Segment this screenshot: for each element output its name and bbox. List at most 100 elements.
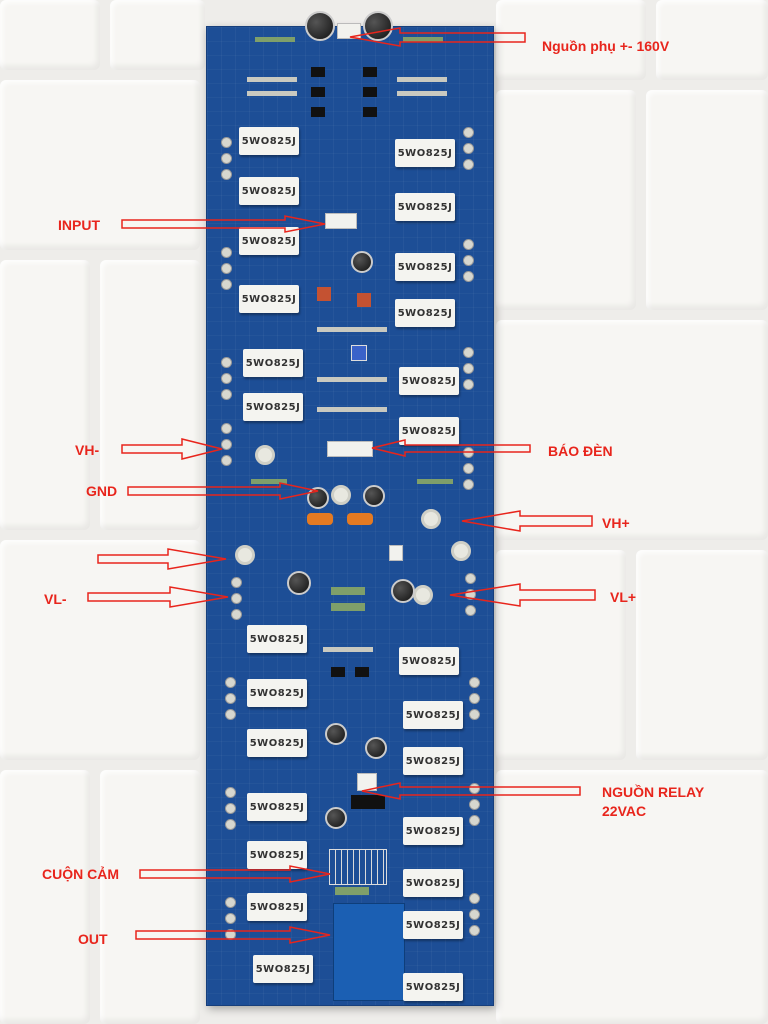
film-capacitor — [347, 513, 373, 525]
power-resistor: 5WO825J — [403, 973, 463, 1001]
transistor-pads — [463, 447, 474, 490]
resistor-row — [323, 647, 373, 652]
power-resistor: 5WO825J — [247, 625, 307, 653]
mounting-hole — [255, 445, 275, 465]
power-resistor: 5WO825J — [243, 349, 303, 377]
power-resistor: 5WO825J — [403, 911, 463, 939]
power-resistor: 5WO825J — [239, 177, 299, 205]
power-resistor: 5WO825J — [253, 955, 313, 983]
small-connector — [389, 545, 403, 561]
transistor-pads — [469, 783, 480, 826]
electrolytic-capacitor — [287, 571, 311, 595]
power-resistor: 5WO825J — [399, 367, 459, 395]
brick — [100, 770, 200, 1024]
transistor-pads — [463, 127, 474, 170]
resistor-row — [397, 77, 447, 82]
transistor-pads — [469, 677, 480, 720]
power-resistor — [417, 479, 453, 484]
power-resistor: 5WO825J — [403, 817, 463, 845]
transistor-pads — [221, 357, 232, 400]
resistor-row — [317, 327, 387, 332]
input-connector — [325, 213, 357, 229]
label-vl-plus: VL+ — [610, 589, 637, 605]
label-aux-power: Nguồn phụ +- 160V — [542, 38, 670, 54]
film-capacitor — [357, 293, 371, 307]
power-resistor: 5WO825J — [243, 393, 303, 421]
electrolytic-capacitor — [307, 487, 329, 509]
inductor-coil — [329, 849, 387, 885]
brick — [0, 0, 100, 70]
electrolytic-capacitor — [363, 11, 393, 41]
brick — [0, 770, 90, 1024]
brick — [496, 90, 636, 310]
power-resistor — [403, 37, 443, 42]
electrolytic-capacitor — [305, 11, 335, 41]
transistor-pads — [463, 347, 474, 390]
transistor-pads — [225, 787, 236, 830]
power-resistor: 5WO825J — [247, 679, 307, 707]
trimmer-potentiometer — [351, 345, 367, 361]
amplifier-circuit-board: 5WO825J 5WO825J 5WO825J 5WO825J 5WO825J … — [206, 11, 494, 1006]
brick — [656, 0, 768, 80]
label-gnd: GND — [86, 483, 118, 499]
transistor — [355, 667, 369, 677]
label-out: OUT — [78, 931, 108, 947]
brick — [496, 320, 768, 540]
brick — [0, 260, 90, 530]
label-vh-minus: VH- — [75, 442, 100, 458]
power-resistor — [331, 587, 365, 595]
power-resistor: 5WO825J — [395, 139, 455, 167]
transistor-pads — [463, 239, 474, 282]
transistor-pads — [221, 423, 232, 466]
power-resistor: 5WO825J — [403, 747, 463, 775]
output-relay — [333, 903, 405, 1001]
film-capacitor — [317, 287, 331, 301]
power-resistor: 5WO825J — [239, 285, 299, 313]
transistor — [311, 67, 325, 77]
electrolytic-capacitor — [325, 723, 347, 745]
resistor-row — [247, 91, 297, 96]
transistor — [311, 107, 325, 117]
brick — [0, 80, 200, 250]
aux-power-connector — [337, 23, 361, 39]
brick — [636, 550, 768, 760]
power-resistor: 5WO825J — [399, 417, 459, 445]
power-resistor: 5WO825J — [239, 127, 299, 155]
electrolytic-capacitor — [351, 251, 373, 273]
power-resistor — [335, 887, 369, 895]
power-resistor: 5WO825J — [247, 793, 307, 821]
transistor-pads — [221, 137, 232, 180]
power-resistor — [331, 603, 365, 611]
transistor — [363, 107, 377, 117]
label-relay-power: NGUỒN RELAY — [602, 784, 705, 800]
resistor-row — [317, 407, 387, 412]
resistor-row — [317, 377, 387, 382]
power-resistor: 5WO825J — [403, 701, 463, 729]
electrolytic-capacitor — [325, 807, 347, 829]
transistor-pads — [231, 577, 242, 620]
transistor — [363, 67, 377, 77]
electrolytic-capacitor — [365, 737, 387, 759]
label-input: INPUT — [58, 217, 100, 233]
mounting-hole — [413, 585, 433, 605]
transistor — [331, 667, 345, 677]
film-capacitor — [307, 513, 333, 525]
brick — [496, 550, 626, 760]
power-resistor: 5WO825J — [247, 841, 307, 869]
resistor-row — [247, 77, 297, 82]
power-resistor: 5WO825J — [395, 253, 455, 281]
brick — [496, 770, 768, 1024]
mounting-hole — [451, 541, 471, 561]
brick — [646, 90, 768, 310]
mounting-hole — [331, 485, 351, 505]
power-resistor — [251, 479, 287, 484]
power-resistor: 5WO825J — [247, 729, 307, 757]
transistor-pads — [225, 897, 236, 940]
resistor-row — [397, 91, 447, 96]
power-resistor: 5WO825J — [395, 299, 455, 327]
indicator-connector — [327, 441, 373, 457]
ic-chip — [351, 795, 385, 809]
label-inductor: CUỘN CẢM — [42, 866, 119, 882]
power-resistor: 5WO825J — [239, 227, 299, 255]
label-relay-voltage: 22VAC — [602, 803, 647, 819]
